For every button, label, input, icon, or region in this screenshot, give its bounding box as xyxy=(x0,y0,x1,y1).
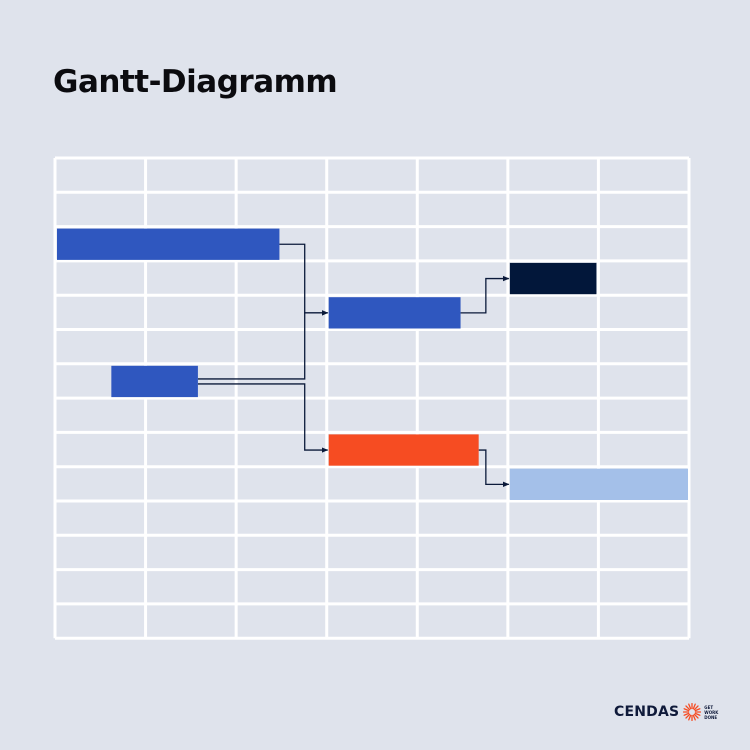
dependency-arrow xyxy=(279,243,329,316)
dependency-arrow xyxy=(197,383,329,453)
sunburst-logo-icon xyxy=(683,703,702,721)
cendas-logo: CENDAS GET WORK DONE xyxy=(614,703,718,721)
task-6-bar xyxy=(509,468,688,500)
dependency-connectors xyxy=(197,243,510,488)
logo-wordmark: CENDAS xyxy=(614,704,680,720)
task-3-bar xyxy=(509,262,597,295)
dependency-arrow xyxy=(478,449,510,488)
page-title: Gantt-Diagramm xyxy=(53,64,338,100)
dependency-arrow xyxy=(197,310,329,380)
task-4-bar xyxy=(111,365,198,398)
logo-tagline: GET WORK DONE xyxy=(704,704,719,720)
task-1-bar xyxy=(57,228,280,260)
task-bars xyxy=(57,228,688,500)
dependency-arrow xyxy=(460,275,510,314)
task-2-bar xyxy=(328,297,461,329)
task-5-bar xyxy=(328,434,479,466)
